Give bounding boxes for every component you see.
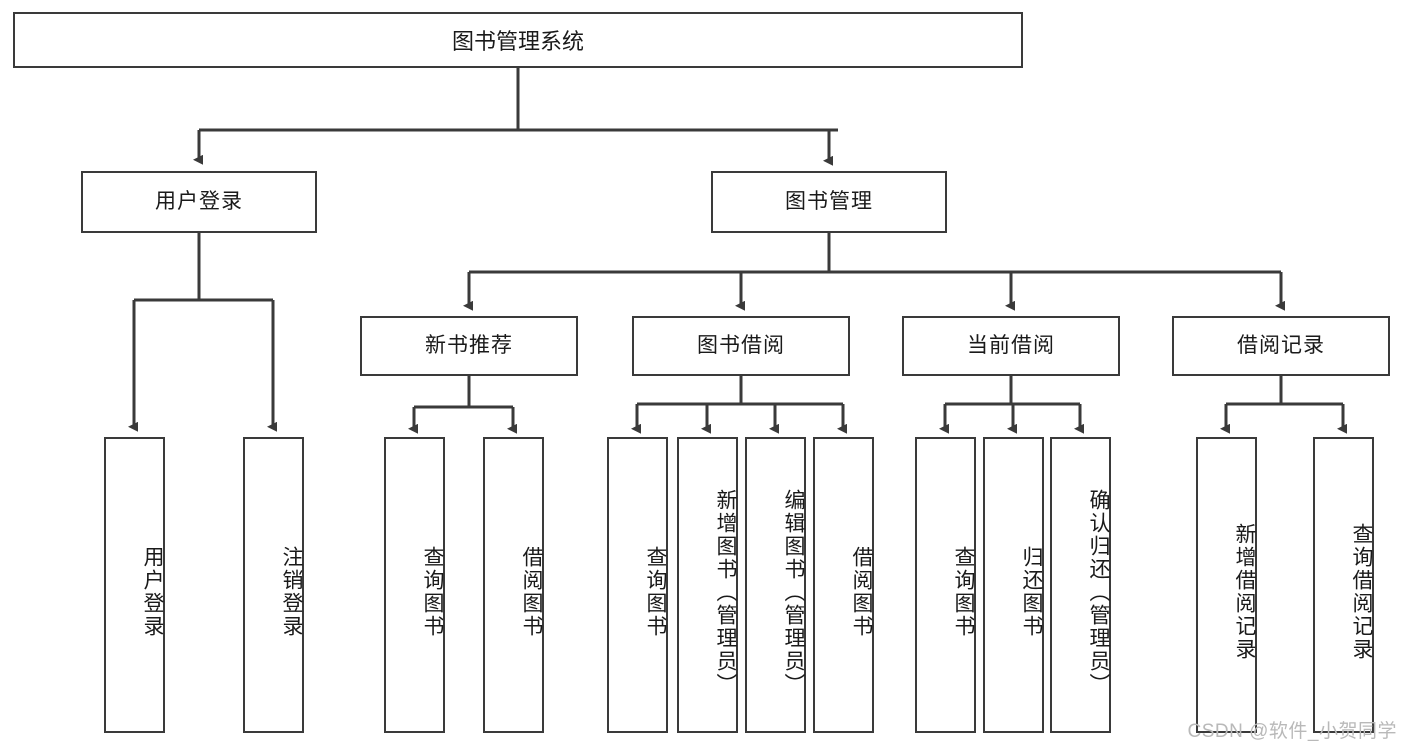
leaf-book-borrow-3[interactable]: 编辑图书（管理员） <box>745 437 806 733</box>
leaf-borrow-record-2[interactable]: 查询借阅记录 <box>1313 437 1374 733</box>
node-book-borrow[interactable]: 图书借阅 <box>632 316 850 376</box>
csdn-watermark: CSDN @软件_小贺同学 <box>1187 721 1397 742</box>
leaf-new-book-rec-2[interactable]: 借阅图书 <box>483 437 544 733</box>
leaf-borrow-record-1[interactable]: 新增借阅记录 <box>1196 437 1257 733</box>
leaf-user-login-2-label: 注销登录 <box>280 546 303 638</box>
node-user-login[interactable]: 用户登录 <box>81 171 317 233</box>
node-new-book-rec-label: 新书推荐 <box>425 334 513 358</box>
leaf-book-borrow-4-label: 借阅图书 <box>850 546 873 638</box>
leaf-current-borrow-1[interactable]: 查询图书 <box>915 437 976 733</box>
node-root[interactable]: 图书管理系统 <box>13 12 1023 68</box>
leaf-current-borrow-2[interactable]: 归还图书 <box>983 437 1044 733</box>
leaf-current-borrow-3-label: 确认归还（管理员） <box>1087 488 1110 696</box>
node-borrow-record-label: 借阅记录 <box>1237 334 1325 358</box>
leaf-user-login-2[interactable]: 注销登录 <box>243 437 304 733</box>
leaf-current-borrow-1-label: 查询图书 <box>952 546 975 638</box>
leaf-book-borrow-1-label: 查询图书 <box>644 546 667 638</box>
leaf-new-book-rec-1[interactable]: 查询图书 <box>384 437 445 733</box>
leaf-book-borrow-2[interactable]: 新增图书（管理员） <box>677 437 738 733</box>
leaf-new-book-rec-1-label: 查询图书 <box>421 546 444 638</box>
node-book-manage[interactable]: 图书管理 <box>711 171 947 233</box>
node-root-label: 图书管理系统 <box>451 29 584 54</box>
leaf-user-login-1[interactable]: 用户登录 <box>104 437 165 733</box>
leaf-book-borrow-4[interactable]: 借阅图书 <box>813 437 874 733</box>
leaf-current-borrow-2-label: 归还图书 <box>1020 546 1043 638</box>
leaf-book-borrow-3-label: 编辑图书（管理员） <box>782 488 805 696</box>
leaf-book-borrow-2-label: 新增图书（管理员） <box>714 488 737 696</box>
node-book-manage-label: 图书管理 <box>785 190 873 214</box>
leaf-book-borrow-1[interactable]: 查询图书 <box>607 437 668 733</box>
node-current-borrow-label: 当前借阅 <box>967 334 1055 358</box>
node-current-borrow[interactable]: 当前借阅 <box>902 316 1120 376</box>
node-new-book-rec[interactable]: 新书推荐 <box>360 316 578 376</box>
leaf-borrow-record-2-label: 查询借阅记录 <box>1350 523 1373 661</box>
node-book-borrow-label: 图书借阅 <box>697 334 785 358</box>
leaf-borrow-record-1-label: 新增借阅记录 <box>1233 523 1256 661</box>
node-user-login-label: 用户登录 <box>155 190 243 214</box>
leaf-current-borrow-3[interactable]: 确认归还（管理员） <box>1050 437 1111 733</box>
leaf-user-login-1-label: 用户登录 <box>141 546 164 638</box>
node-borrow-record[interactable]: 借阅记录 <box>1172 316 1390 376</box>
leaf-new-book-rec-2-label: 借阅图书 <box>520 546 543 638</box>
